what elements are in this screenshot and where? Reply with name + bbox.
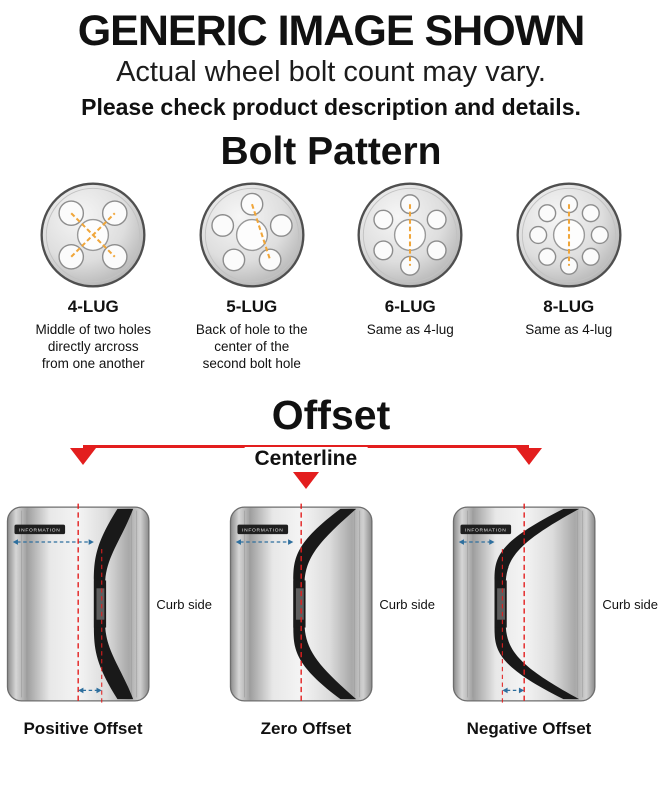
lug-description: Back of hole to the center of the second… bbox=[195, 322, 308, 372]
svg-text:INFORMATION: INFORMATION bbox=[19, 528, 60, 534]
lug-item-6: 6-LUG Same as 4-lug bbox=[334, 179, 486, 372]
lug-label: 6-LUG bbox=[384, 297, 436, 317]
svg-text:INFORMATION: INFORMATION bbox=[242, 528, 283, 534]
offset-wheel-row: INFORMATION Curb side Positive Offset IN… bbox=[0, 497, 662, 739]
wheel-6-lug-icon bbox=[357, 182, 463, 288]
lug-item-5: 5-LUG Back of hole to the center of the … bbox=[176, 179, 328, 372]
offset-label: Negative Offset bbox=[466, 719, 592, 739]
bolt-pattern-heading: Bolt Pattern bbox=[220, 130, 442, 174]
lug-label: 4-LUG bbox=[67, 297, 119, 317]
lug-item-4: 4-LUG Middle of two holes directly arcro… bbox=[17, 179, 169, 372]
lug-item-8: 8-LUG Same as 4-lug bbox=[493, 179, 645, 372]
wheel-unit: INFORMATION Curb side bbox=[227, 497, 435, 711]
wheel-8-lug-icon bbox=[516, 182, 622, 288]
bolt-pattern-section: Bolt Pattern 4-LUG Middle of two holes d… bbox=[0, 130, 662, 372]
note-text: Please check product description and det… bbox=[81, 93, 581, 120]
positive-offset-wheel-diagram: INFORMATION bbox=[6, 503, 150, 705]
lug-description: Middle of two holes directly arcross fro… bbox=[35, 322, 152, 372]
offset-label: Positive Offset bbox=[23, 719, 143, 739]
header: GENERIC IMAGE SHOWN Actual wheel bolt co… bbox=[0, 8, 662, 120]
lug-label: 5-LUG bbox=[226, 297, 278, 317]
centerline-marker-icon bbox=[69, 448, 96, 466]
offset-item-zero: INFORMATION Curb side Zero Offset bbox=[227, 497, 435, 739]
wheel-4-lug-icon bbox=[40, 182, 146, 288]
subtitle: Actual wheel bolt count may vary. bbox=[116, 56, 546, 89]
curb-side-label: Curb side bbox=[156, 596, 212, 612]
page: GENERIC IMAGE SHOWN Actual wheel bolt co… bbox=[0, 8, 662, 808]
zero-offset-wheel-diagram: INFORMATION bbox=[229, 503, 373, 705]
lug-description: Same as 4-lug bbox=[366, 322, 454, 338]
lug-row: 4-LUG Middle of two holes directly arcro… bbox=[0, 179, 662, 372]
offset-label: Zero Offset bbox=[260, 719, 352, 739]
lug-label: 8-LUG bbox=[543, 297, 595, 317]
centerline-marker-icon bbox=[515, 448, 542, 466]
offset-heading: Offset bbox=[271, 392, 391, 439]
centerline-marker-icon bbox=[292, 472, 319, 490]
curb-side-label: Curb side bbox=[602, 596, 658, 612]
lug-description: Same as 4-lug bbox=[525, 322, 613, 338]
curb-side-label: Curb side bbox=[379, 596, 435, 612]
offset-section: Offset Centerline INFORMATION Curb side … bbox=[0, 394, 662, 739]
centerline-label: Centerline bbox=[244, 447, 368, 472]
offset-item-positive: INFORMATION Curb side Positive Offset bbox=[4, 497, 212, 739]
negative-offset-wheel-diagram: INFORMATION bbox=[452, 503, 596, 705]
centerline-connector: Centerline bbox=[0, 439, 662, 495]
wheel-unit: INFORMATION Curb side bbox=[4, 497, 212, 711]
wheel-5-lug-icon bbox=[199, 182, 305, 288]
svg-text:INFORMATION: INFORMATION bbox=[465, 528, 506, 534]
page-title: GENERIC IMAGE SHOWN bbox=[77, 7, 586, 55]
centerline-line bbox=[82, 445, 529, 449]
offset-item-negative: INFORMATION Curb side Negative Offset bbox=[450, 497, 658, 739]
wheel-unit: INFORMATION Curb side bbox=[450, 497, 658, 711]
